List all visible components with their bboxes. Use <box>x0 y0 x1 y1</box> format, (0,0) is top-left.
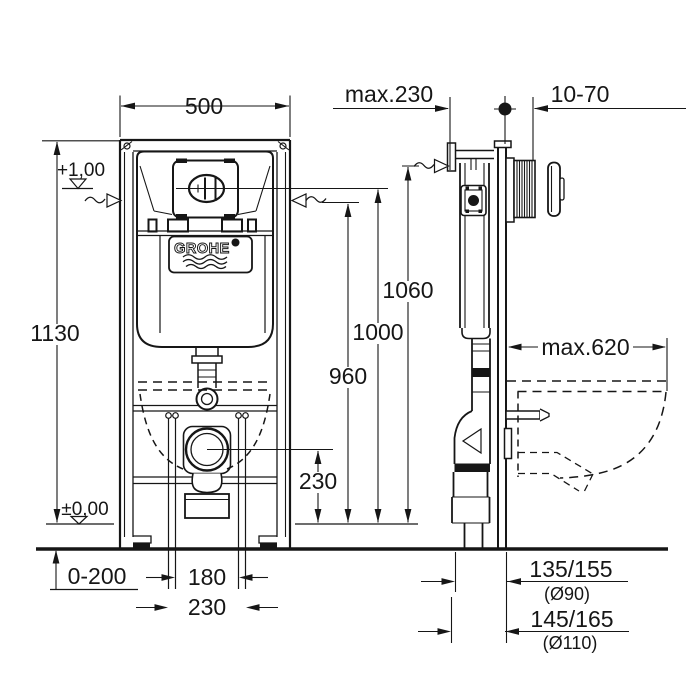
level-mark-plus-100: +1,00 <box>57 160 105 190</box>
dim-outlet-90: 135/155 (Ø90) <box>421 552 628 643</box>
dim-height-960: 960 <box>322 201 370 523</box>
svg-text:135/155: 135/155 <box>529 556 612 582</box>
flush-pipe-and-drain <box>165 347 249 589</box>
svg-text:500: 500 <box>185 93 223 119</box>
svg-text:0-200: 0-200 <box>68 563 127 589</box>
logo-wave-icon <box>182 254 228 260</box>
front-view: GROHE <box>118 138 292 589</box>
wall-bracket <box>446 142 457 172</box>
svg-text:960: 960 <box>329 363 367 389</box>
svg-text:max.230: max.230 <box>345 81 433 107</box>
svg-text:180: 180 <box>188 564 226 590</box>
flush-pipe-side <box>451 338 491 549</box>
side-view <box>446 140 667 549</box>
svg-text:max.620: max.620 <box>541 334 629 360</box>
wavy-arrow-icon <box>84 193 123 208</box>
wavy-arrow-icon <box>413 158 450 174</box>
svg-text:230: 230 <box>299 468 337 494</box>
registered-mark-dot <box>231 238 240 247</box>
svg-text:±0,00: ±0,00 <box>61 499 108 520</box>
wavy-arrow-icon <box>290 193 327 208</box>
pan-fixing-stud <box>505 410 541 420</box>
svg-text:1130: 1130 <box>30 320 79 346</box>
dim-width-500: 500 <box>119 93 291 137</box>
dim-height-1060: 1060 <box>381 165 435 523</box>
grohe-logo: GROHE <box>168 235 253 274</box>
dim-fixing-180: 180 <box>146 564 268 590</box>
grohe-logo-text: GROHE <box>174 241 230 257</box>
svg-text:230: 230 <box>188 594 226 620</box>
svg-text:1000: 1000 <box>352 319 403 345</box>
dim-height-1130: 1130 <box>30 140 120 523</box>
dimensions: 500 1130 +1,00 ±0,00 <box>30 81 686 653</box>
dim-outlet-height-230: 230 <box>207 448 341 523</box>
pan-mount <box>503 408 550 460</box>
mounting-frame <box>118 138 292 549</box>
cistern: GROHE <box>136 150 274 348</box>
dim-height-1000: 1000 <box>176 187 405 523</box>
dim-depth-max230: max.230 <box>333 81 451 170</box>
dim-fixing-230: 230 <box>136 594 278 620</box>
dim-pan-depth-max620: max.620 <box>508 334 668 391</box>
svg-text:(Ø110): (Ø110) <box>543 633 598 653</box>
dim-outlet-110: 145/165 (Ø110) <box>418 597 629 653</box>
pan-outline-front-dashed <box>138 381 272 470</box>
svg-text:1060: 1060 <box>382 277 433 303</box>
svg-text:+1,00: +1,00 <box>57 160 105 181</box>
frame-profile <box>446 140 512 549</box>
svg-text:10-70: 10-70 <box>551 81 610 107</box>
svg-text:145/165: 145/165 <box>530 606 613 632</box>
svg-text:(Ø90): (Ø90) <box>544 584 590 604</box>
level-mark-zero: ±0,00 <box>61 499 109 525</box>
wall-reference-dot <box>494 96 516 144</box>
dim-wall-thickness: 10-70 <box>532 81 686 161</box>
dim-foot-adjust: 0-200 <box>50 550 138 591</box>
toilet-outline-dashed <box>507 380 667 493</box>
flush-actuator-unit <box>505 157 565 223</box>
flush-plate <box>547 161 561 217</box>
